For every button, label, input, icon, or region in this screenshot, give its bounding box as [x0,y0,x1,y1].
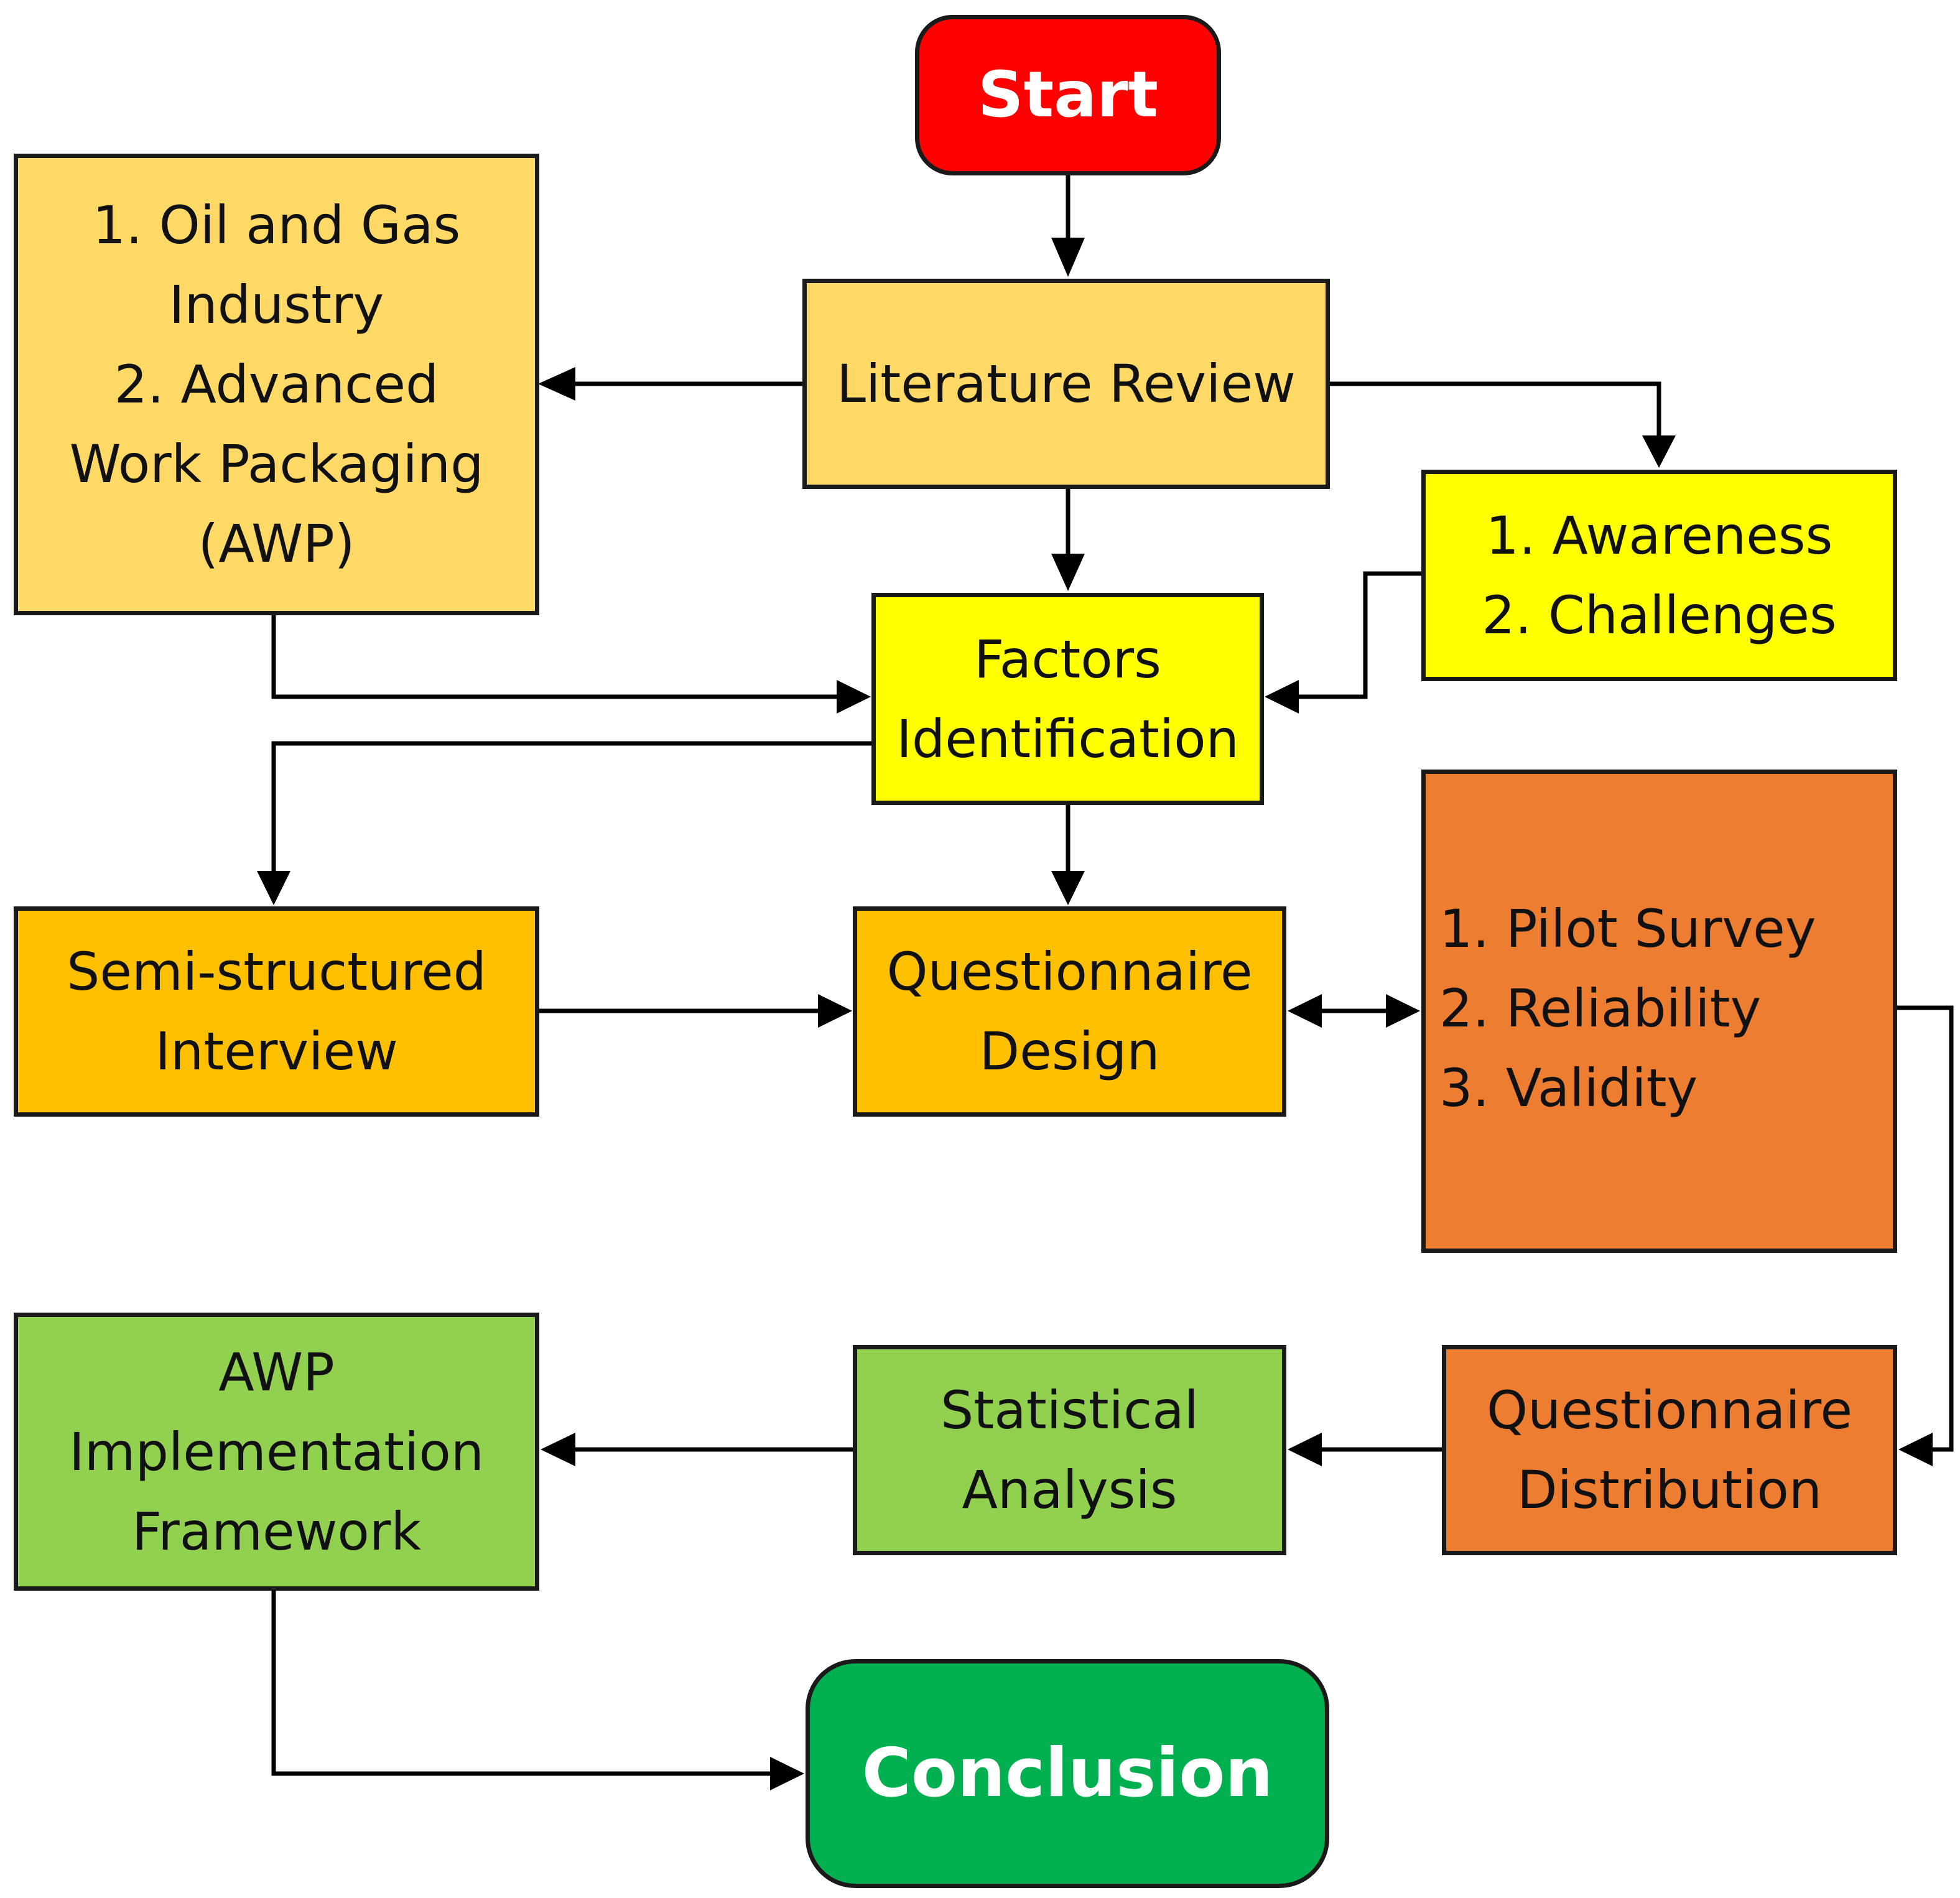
semi-structured-line-2: Interview [155,1021,398,1082]
edge-awareness-to-factors [1299,571,1421,699]
oil-gas-awp-box: 1. Oil and Gas Industry 2. Advanced Work… [14,154,539,615]
arrowhead [538,367,575,401]
arrowhead [1051,554,1085,591]
distribution-line-2: Distribution [1516,1459,1823,1520]
awareness-line-2: 2. Challenges [1482,585,1837,646]
arrowhead [541,1433,575,1466]
statistical-line-2: Analysis [962,1459,1177,1520]
oil-gas-line-3: 2. Advanced [114,354,439,415]
edge-oil-gas-to-factors [271,615,837,699]
questionnaire-distribution-box: Questionnaire Distribution [1442,1345,1897,1555]
semi-structured-line-1: Semi-structured [67,941,486,1002]
oil-gas-line-5: (AWP) [198,513,355,574]
oil-gas-line-4: Work Packaging [69,434,484,495]
pilot-line-3: 3. Validity [1439,1058,1698,1119]
awp-framework-line-3: Framework [132,1500,421,1562]
statistical-analysis-box: Statistical Analysis [853,1345,1286,1555]
start-terminal: Start [915,15,1221,175]
statistical-line-1: Statistical [940,1380,1199,1441]
awp-framework-line-1: AWP [218,1341,335,1403]
edge-pilot-to-questionnaire-distribution [1897,1005,1954,1452]
awareness-line-1: 1. Awareness [1485,505,1833,566]
questionnaire-design-line-1: Questionnaire [886,941,1253,1002]
arrowhead [1288,994,1322,1028]
oil-gas-line-2: Industry [169,274,384,335]
questionnaire-design-box: Questionnaire Design [853,906,1286,1117]
arrowhead [818,994,852,1028]
arrowhead [1642,435,1676,468]
awareness-challenges-box: 1. Awareness 2. Challenges [1421,470,1897,681]
arrowhead [1051,871,1085,905]
arrowhead [770,1757,804,1790]
awp-framework-line-2: Implementation [69,1421,484,1482]
factors-identification-box: Factors Identification [871,593,1264,805]
pilot-reliability-validity-box: 1. Pilot Survey 2. Reliability 3. Validi… [1421,770,1897,1253]
awp-implementation-framework-box: AWP Implementation Framework [14,1313,539,1591]
factors-line-1: Factors [974,628,1161,690]
conclusion-terminal: Conclusion [806,1659,1329,1888]
literature-review-box: Literature Review [802,279,1330,489]
pilot-line-2: 2. Reliability [1439,978,1762,1039]
arrowhead [257,871,290,905]
arrowhead [837,680,871,714]
literature-review-label: Literature Review [837,353,1296,414]
oil-gas-line-1: 1. Oil and Gas [92,195,461,256]
semi-structured-interview-box: Semi-structured Interview [14,906,539,1117]
factors-line-2: Identification [896,708,1239,770]
edge-factors-to-semi-structured [271,741,871,871]
edge-awp-framework-to-conclusion [271,1591,770,1776]
edge-literature-review-to-awareness [1330,381,1661,435]
arrowhead [1898,1433,1933,1466]
conclusion-label: Conclusion [862,1734,1273,1812]
arrowhead [1051,238,1085,277]
pilot-line-1: 1. Pilot Survey [1439,898,1816,959]
arrowhead [1386,994,1420,1028]
arrowhead [1288,1433,1322,1466]
questionnaire-design-line-2: Design [979,1021,1160,1082]
start-label: Start [977,58,1159,132]
arrowhead [1265,680,1299,714]
distribution-line-1: Questionnaire [1486,1380,1853,1441]
